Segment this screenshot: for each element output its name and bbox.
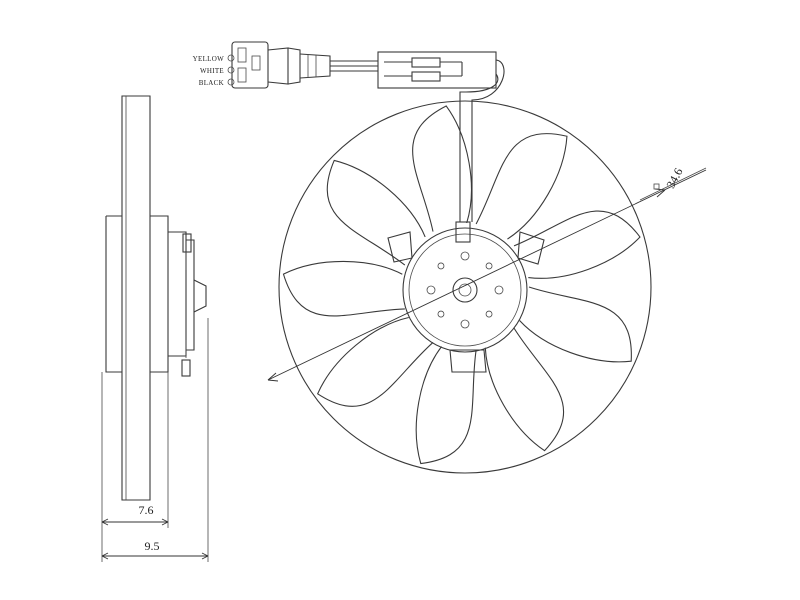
hub-hole: [437, 310, 445, 318]
fan-blade: [316, 316, 434, 407]
hub-hole: [494, 285, 504, 295]
fan-blade: [282, 260, 405, 317]
fan-blade: [412, 105, 472, 232]
fan-blade: [326, 159, 426, 266]
side-view: [101, 95, 209, 562]
hub-hole: [485, 262, 493, 270]
hub-holes: [426, 251, 504, 329]
dimension-depth-label: 9.5: [145, 539, 160, 553]
dimension-thickness-label: 7.6: [139, 503, 154, 517]
dimension-diameter-label: 34.6: [663, 166, 685, 191]
fan-blade: [519, 286, 632, 363]
front-view: [267, 100, 707, 474]
fan-blade: [415, 346, 477, 465]
wire-label-black: BLACK: [199, 79, 224, 87]
connector-plug: [227, 41, 505, 222]
hub-hole: [460, 251, 470, 261]
hub-hole: [485, 310, 493, 318]
wire-label-yellow: YELLOW: [193, 55, 224, 63]
fan-blade: [484, 327, 565, 452]
wire-label-white: WHITE: [200, 67, 224, 75]
fan-blade: [513, 210, 641, 279]
hub-hole: [437, 262, 445, 270]
hub-hole: [460, 319, 470, 329]
fan-blade: [475, 133, 568, 240]
hub-hole: [426, 285, 436, 295]
fan-blades: [282, 105, 641, 465]
